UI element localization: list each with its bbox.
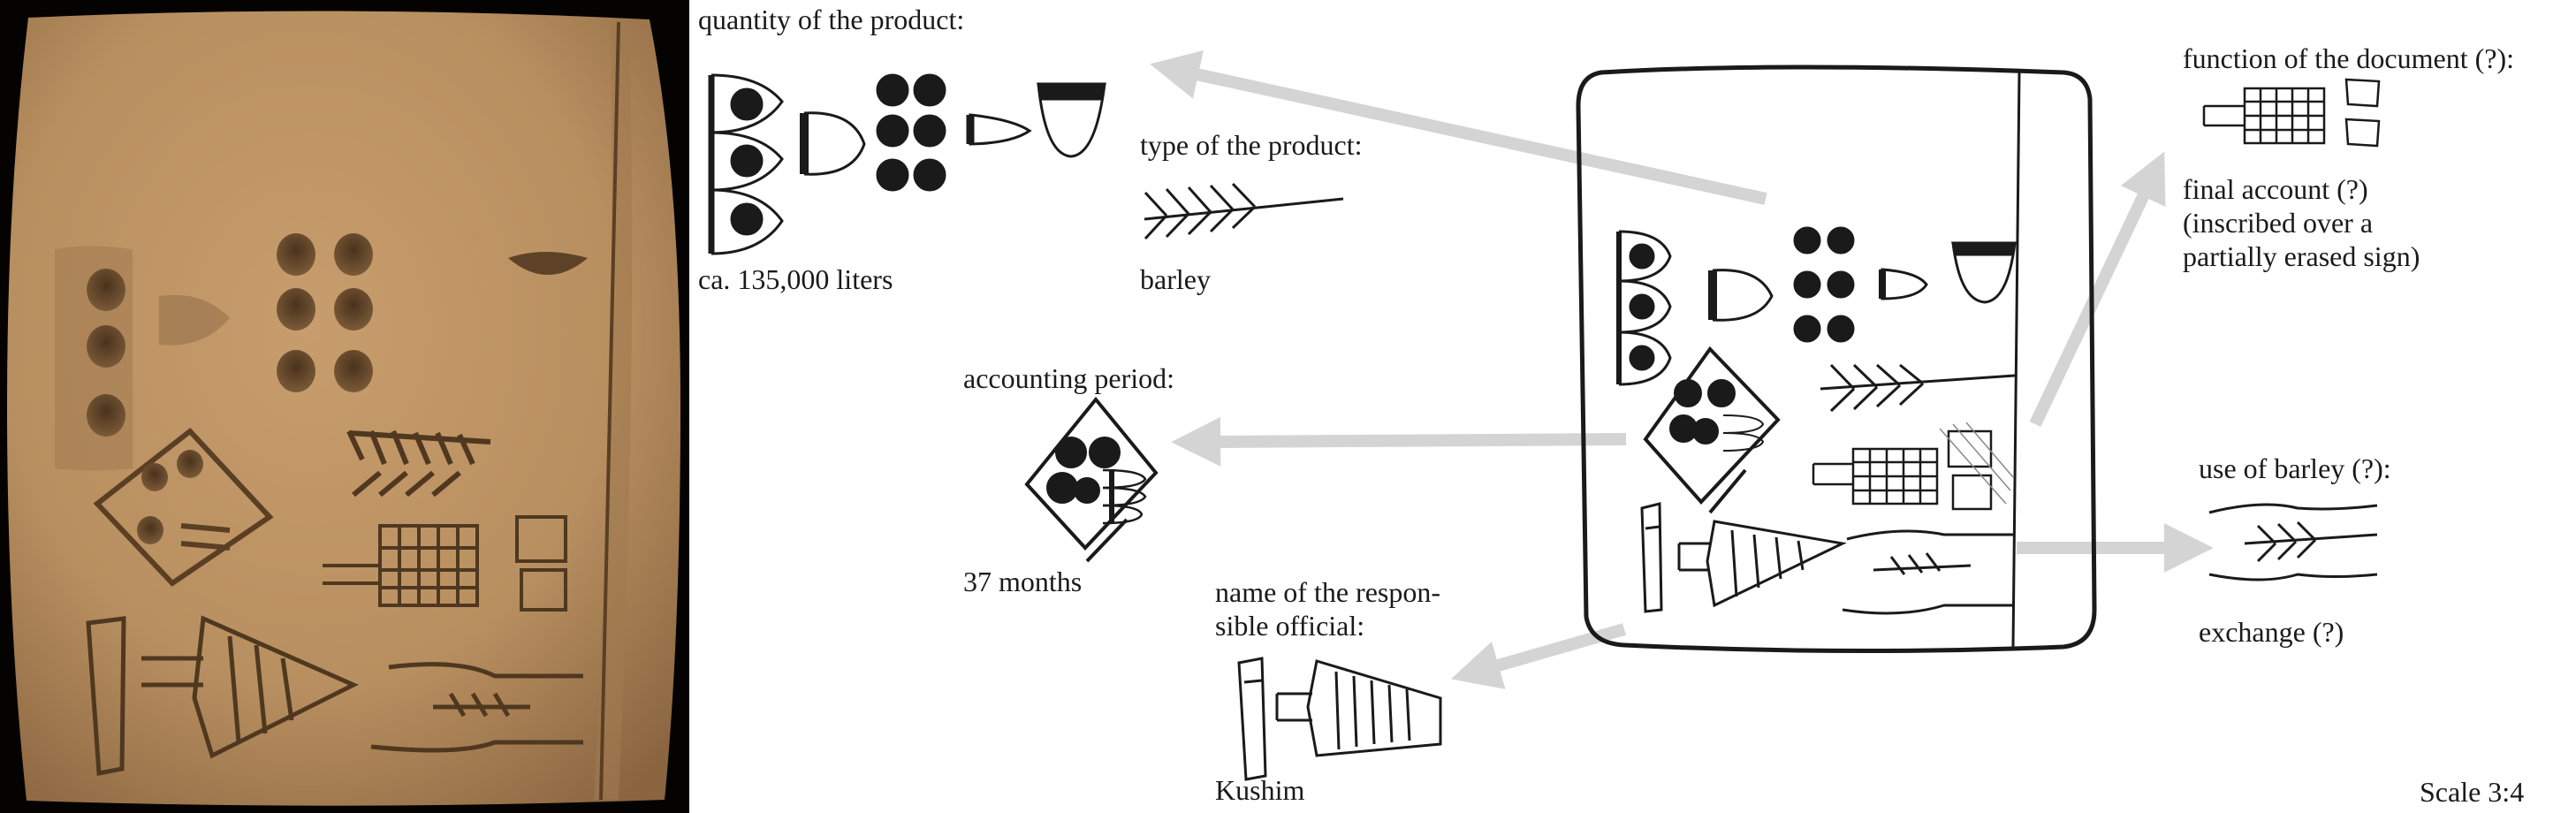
function-value-line1: final account (?) <box>2183 173 2368 205</box>
photo-panel <box>0 0 689 813</box>
photo-period-marks <box>93 427 274 587</box>
barley-sign-icon <box>1144 182 1344 240</box>
photo-account-marks <box>323 515 567 612</box>
arrow-to-official <box>1450 623 1626 689</box>
photo-numeral-marks <box>55 233 588 471</box>
type-value: barley <box>1140 263 1211 295</box>
kushim-sign-icon <box>1237 657 1442 781</box>
tablet-barley <box>1820 363 2016 413</box>
period-title: accounting period: <box>963 362 1175 394</box>
official-title-line2: sible official: <box>1215 610 1365 642</box>
tablet-line-drawing <box>1576 65 2097 654</box>
arrow-to-quantity <box>1150 50 1767 205</box>
accounting-period-sign-icon <box>1024 396 1159 563</box>
number-signs-icon <box>708 73 1106 255</box>
tablet-account <box>1812 422 2014 511</box>
exchange-sign-icon <box>2208 503 2378 581</box>
tablet-period <box>1643 346 1781 514</box>
tablet-exchange <box>1842 529 2013 615</box>
quantity-title: quantity of the product: <box>698 4 965 35</box>
quantity-value: ca. 135,000 liters <box>698 263 893 295</box>
final-account-sign-icon <box>2202 78 2381 148</box>
use-title: use of barley (?): <box>2199 452 2391 484</box>
official-value: Kushim <box>1215 774 1305 806</box>
tablet-official <box>1640 502 1847 613</box>
tablet-numerals <box>1616 226 2017 386</box>
use-value: exchange (?) <box>2199 616 2344 648</box>
photo-exchange-marks <box>370 662 583 753</box>
scale-label: Scale 3:4 <box>2420 776 2525 808</box>
official-title-line1: name of the respon- <box>1215 576 1441 608</box>
function-value-line2: (inscribed over a <box>2183 207 2374 239</box>
period-value: 37 months <box>963 566 1083 597</box>
clay-tablet-photo <box>7 11 680 806</box>
function-title: function of the document (?): <box>2183 42 2514 74</box>
photo-barley-marks <box>346 429 491 498</box>
type-title: type of the product: <box>1140 129 1363 161</box>
arrow-to-period <box>1171 416 1627 467</box>
photo-official-marks <box>86 615 359 776</box>
function-value-line3: partially erased sign) <box>2183 240 2420 272</box>
